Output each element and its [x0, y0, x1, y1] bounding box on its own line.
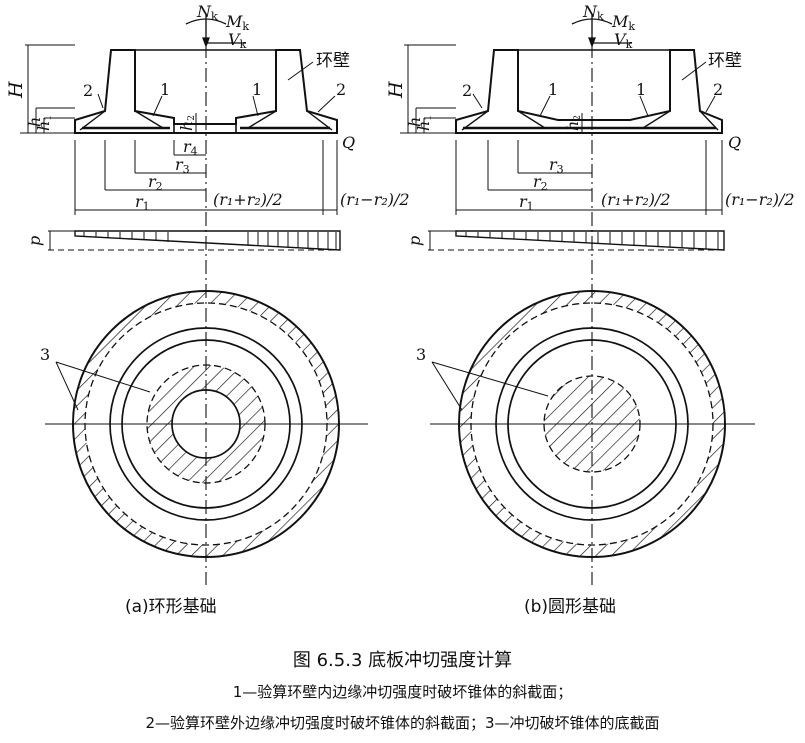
failure-base-hatch-inner-a — [147, 365, 265, 483]
load-arrows-b — [571, 14, 632, 48]
label-h1-a: h1 — [34, 115, 54, 131]
pressure-arrows-a — [83, 232, 337, 249]
label-ring-wall-a: 环壁 — [316, 51, 350, 71]
label-2-left-a: 2 — [83, 81, 93, 100]
label-N-a: Nk — [196, 2, 218, 23]
legend-line-2: 2—验算环壁外边缘冲切强度时破坏锥体的斜截面；3—冲切破坏锥体的底截面 — [145, 714, 660, 732]
label-2-left-b: 2 — [462, 81, 472, 100]
label-1-right-b: 1 — [636, 80, 646, 99]
label-2-right-b: 2 — [713, 80, 723, 99]
pressure-diagram-b — [455, 230, 725, 251]
label-H-a: H — [5, 81, 27, 99]
label-r3-a: r3 — [175, 155, 190, 176]
label-N-b: Nk — [582, 2, 604, 23]
pressure-arrows-b — [465, 232, 719, 249]
subfigure-caption-a: (a)环形基础 — [125, 597, 217, 617]
legend-line-1: 1—验算环壁内边缘冲切强度时破坏锥体的斜截面； — [232, 683, 573, 701]
pressure-diagram-a — [74, 230, 341, 251]
label-r2-a: r2 — [148, 172, 163, 193]
label-V-a: Vk — [228, 30, 247, 51]
label-3-b: 3 — [416, 345, 426, 364]
label-M-b: Mk — [611, 12, 635, 33]
cone-line-2-left — [79, 110, 106, 131]
label-V-b: Vk — [614, 30, 633, 51]
subfigure-caption-b: (b)圆形基础 — [524, 597, 617, 617]
label-r1-a: r1 — [135, 192, 150, 213]
label-3-a: 3 — [40, 345, 50, 364]
label-1-right-a: 1 — [252, 80, 262, 99]
label-Q-b: Q — [728, 133, 741, 152]
cone-line-2-right — [306, 110, 333, 131]
label-r3-b: r3 — [549, 155, 564, 176]
label-diff-b: (r₁−r₂)/2 — [725, 190, 795, 209]
label-M-a: Mk — [225, 12, 249, 33]
label-avg-a: (r₁+r₂)/2 — [213, 190, 283, 209]
failure-base-hatch-center-b — [544, 376, 640, 472]
figure-canvas: Nk Mk Vk 环壁 H h h1 h2 2 1 1 2 Q r4 r3 r2… — [5, 2, 795, 585]
label-1-left-a: 1 — [160, 80, 170, 99]
label-2-right-a: 2 — [336, 80, 346, 99]
label-h2-a: h2 — [177, 115, 197, 131]
label-diff-a: (r₁−r₂)/2 — [340, 190, 410, 209]
circular-foundation-section — [455, 49, 723, 134]
label-h1-b: h1 — [414, 115, 434, 131]
cone-line-1-right — [247, 110, 277, 129]
label-h-a: h — [25, 117, 44, 127]
label-p-b: p — [405, 236, 424, 246]
label-r2-b: r2 — [533, 172, 548, 193]
label-Q-a: Q — [342, 133, 355, 152]
label-avg-b: (r₁+r₂)/2 — [601, 190, 671, 209]
label-1-left-b: 1 — [548, 80, 558, 99]
label-p-a: p — [25, 236, 44, 246]
cone-line-1-left — [134, 110, 164, 129]
figure-title: 图 6.5.3 底板冲切强度计算 — [292, 650, 513, 671]
label-ring-wall-b: 环壁 — [708, 51, 742, 71]
load-arrows-a — [185, 14, 246, 48]
label-h2-b: h2 — [563, 115, 583, 131]
label-r1-b: r1 — [519, 192, 534, 213]
label-r4-a: r4 — [183, 137, 198, 158]
label-h-b: h — [405, 117, 424, 127]
label-H-b: H — [385, 81, 407, 99]
